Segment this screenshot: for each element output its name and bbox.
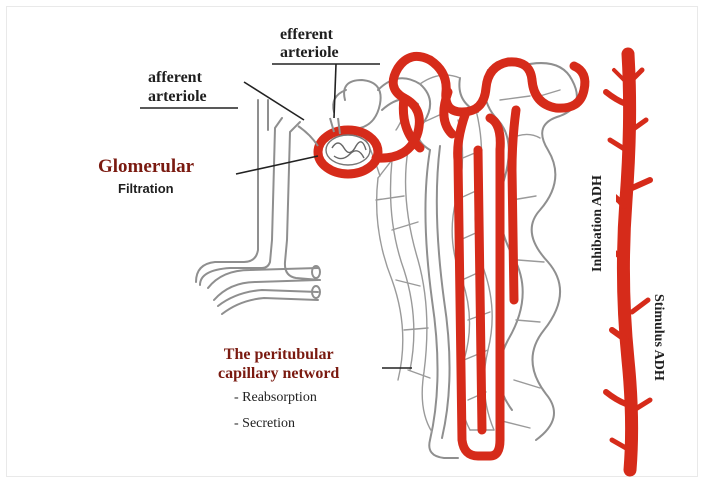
efferent-arteriole-label: efferent arteriole <box>280 26 339 62</box>
efferent-label-line1: efferent <box>280 26 339 44</box>
reabsorption-label: - Reabsorption <box>234 390 317 406</box>
afferent-pointer <box>244 82 304 120</box>
efferent-label-line2: arteriole <box>280 44 339 62</box>
peritubular-network-label: The peritubular capillary netword <box>218 345 339 383</box>
filtration-label: Filtration <box>118 181 174 196</box>
network-label-line1: The peritubular <box>218 345 339 364</box>
afferent-label-line1: afferent <box>148 68 207 87</box>
leader-lines <box>140 64 412 368</box>
inhibition-adh-label: Inhibation ADH <box>590 175 606 272</box>
red-nephron-tubule <box>376 56 585 456</box>
network-label-line2: capillary netword <box>218 364 339 383</box>
secretion-label: - Secretion <box>234 416 295 432</box>
afferent-arteriole-label: afferent arteriole <box>148 68 207 106</box>
glomerular-label: Glomerular <box>98 156 194 178</box>
efferent-pointer <box>334 64 336 118</box>
glomerular-pointer <box>236 156 318 174</box>
afferent-label-line2: arteriole <box>148 87 207 106</box>
stimulus-adh-label: Stimulus ADH <box>650 294 666 381</box>
